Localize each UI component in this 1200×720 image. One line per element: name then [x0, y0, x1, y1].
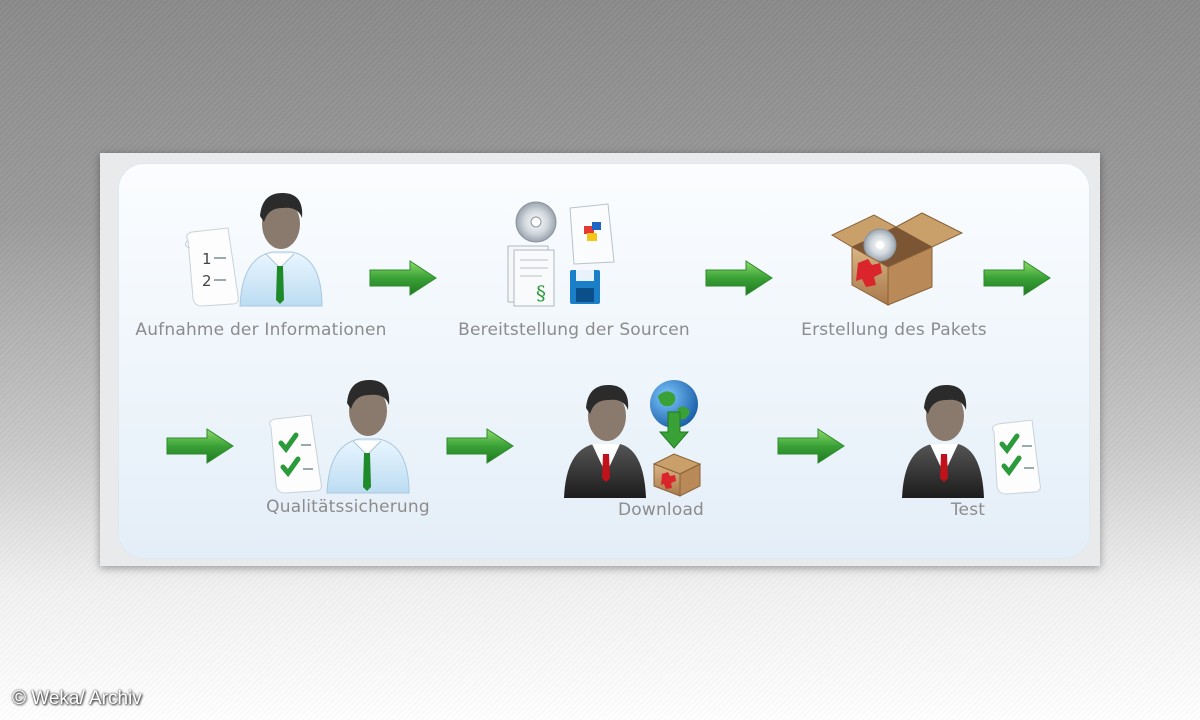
step-label-erstellung: Erstellung des Pakets [801, 320, 987, 340]
step-label-download: Download [617, 500, 705, 520]
arrow-icon [705, 260, 773, 296]
svg-text:§: § [536, 281, 546, 305]
person-with-checklist-icon [269, 379, 410, 494]
step-label-aufnahme: Aufnahme der Informationen [135, 320, 387, 340]
step-label-test: Test [950, 500, 986, 520]
businessman-download-icon [564, 380, 702, 498]
arrow-icon [446, 428, 514, 464]
person-with-list-icon: 1 2 [184, 192, 323, 307]
source-files-icon: § [507, 201, 615, 307]
arrow-icon [777, 428, 845, 464]
step-label-qualitaet: Qualitätssicherung [266, 497, 430, 517]
businessman-checklist-icon [902, 384, 1041, 498]
step-label-bereitstellung: Bereitstellung der Sourcen [458, 320, 690, 340]
list-number-1: 1 [202, 250, 212, 268]
image-credit: © Weka/ Archiv [12, 688, 142, 709]
package-box-icon [830, 212, 964, 306]
list-number-2: 2 [202, 272, 212, 290]
arrow-icon [983, 260, 1051, 296]
arrow-icon [369, 260, 437, 296]
arrow-icon [166, 428, 234, 464]
